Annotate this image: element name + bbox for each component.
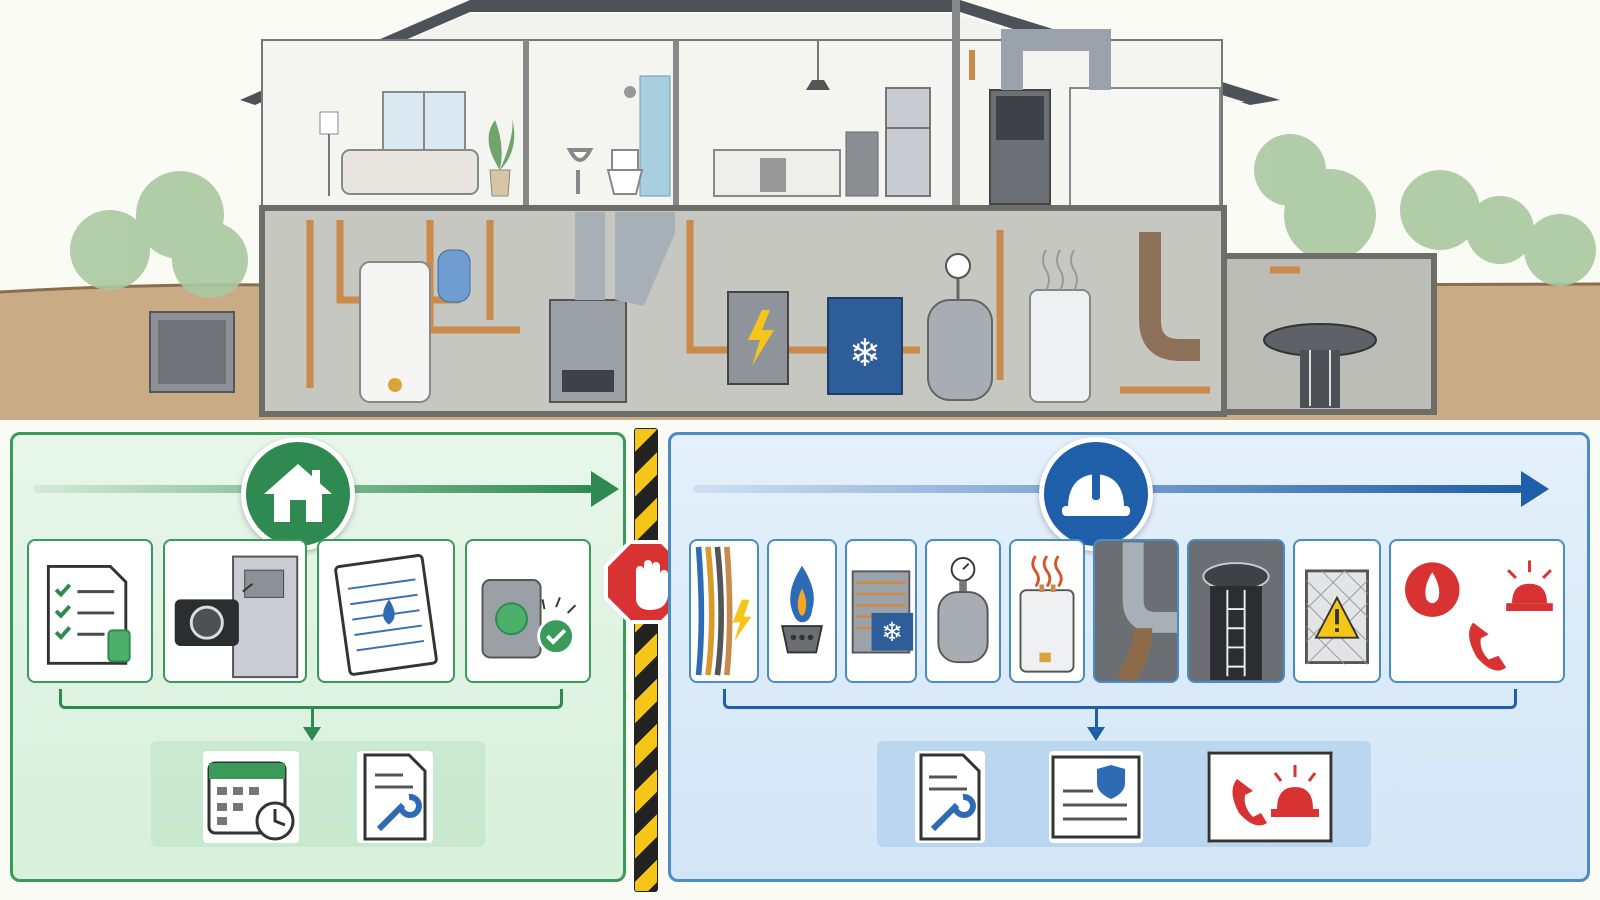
heat-pump-coil: ❄ (827, 297, 903, 395)
diy-task-photo[interactable] (163, 539, 307, 683)
certificate-shield-icon (1051, 755, 1141, 839)
kitchen (713, 40, 931, 197)
drain-stack (1139, 232, 1200, 361)
calendar-clock-icon (207, 761, 295, 841)
svg-text:❄: ❄ (881, 617, 903, 648)
diy-output-schedule[interactable] (203, 751, 299, 843)
diy-task-log[interactable] (317, 539, 455, 683)
pro-tasks-bracket (723, 689, 1517, 709)
ductwork (575, 212, 675, 306)
pro-task-hazard-area[interactable] (1293, 539, 1381, 683)
pro-down-arrow (1095, 709, 1098, 729)
diy-tasks-bracket (59, 689, 563, 709)
pro-output-service-record[interactable] (915, 751, 985, 843)
pro-task-electrical[interactable] (689, 539, 759, 683)
pro-task-pressure-tank[interactable] (925, 539, 1001, 683)
svg-text:❄: ❄ (849, 331, 881, 375)
pro-task-confined-space[interactable] (1187, 539, 1285, 683)
pro-badge (1039, 437, 1153, 551)
septic-access (1263, 323, 1377, 408)
pro-down-arrow-head (1087, 727, 1105, 741)
attic-hvac (969, 29, 1221, 207)
checklist-icon (46, 565, 131, 665)
pro-task-sewer[interactable] (1093, 539, 1179, 683)
stop-hand-icon (604, 540, 688, 624)
pro-task-gas[interactable] (767, 539, 837, 683)
diy-outputs (151, 741, 485, 847)
electrical-panel (727, 291, 789, 385)
hazard-fence-icon (1305, 569, 1369, 665)
diy-task-checklist[interactable] (27, 539, 153, 683)
living-room (319, 91, 515, 197)
wrench-document-icon (919, 753, 981, 841)
pro-task-water-heater[interactable] (1009, 539, 1085, 683)
gas-burner-icon (781, 565, 823, 654)
house-cutaway-illustration: ❄ (0, 0, 1600, 420)
notebook-icon (334, 554, 438, 676)
hot-water-tank (1029, 249, 1091, 403)
diy-down-arrow-head (303, 727, 321, 741)
water-heater (359, 261, 431, 403)
diy-panel (10, 432, 626, 882)
sewer-pipe-icon (1116, 542, 1177, 681)
water-heater-icon (1019, 555, 1075, 673)
pressure-tank (927, 253, 993, 401)
diy-badge (241, 437, 355, 551)
emergency-call-icon (1405, 560, 1553, 671)
pro-outputs (877, 741, 1371, 847)
expansion-tank (437, 249, 471, 303)
pressure-tank-icon (937, 557, 989, 664)
pro-output-certificate[interactable] (1049, 751, 1143, 843)
pro-flow-arrow-head (1521, 471, 1549, 507)
pro-output-emergency-contact[interactable] (1207, 751, 1333, 843)
roof (240, 0, 1280, 105)
wiring-icon (695, 546, 752, 676)
confined-space-icon (1202, 562, 1270, 681)
pro-task-refrigerant[interactable]: ❄ (845, 539, 917, 683)
camera-icon (174, 555, 299, 679)
bathroom (566, 75, 671, 197)
diy-down-arrow (311, 709, 314, 729)
pro-task-emergency[interactable] (1389, 539, 1565, 683)
outdoor-ac-unit (149, 311, 235, 393)
wrench-document-icon (363, 753, 427, 841)
refrigerant-coil-icon: ❄ (851, 570, 914, 654)
caution-divider (634, 428, 658, 892)
pro-panel: ❄ (668, 432, 1590, 882)
test-button-icon (481, 579, 577, 659)
background-trees (70, 134, 1596, 298)
hard-hat-icon (1062, 472, 1130, 516)
emergency-call-icon (1207, 751, 1333, 843)
diy-flow-arrow-head (591, 471, 619, 507)
diy-task-test[interactable] (465, 539, 591, 683)
house-icon (264, 464, 332, 522)
diy-output-repair-record[interactable] (357, 751, 433, 843)
